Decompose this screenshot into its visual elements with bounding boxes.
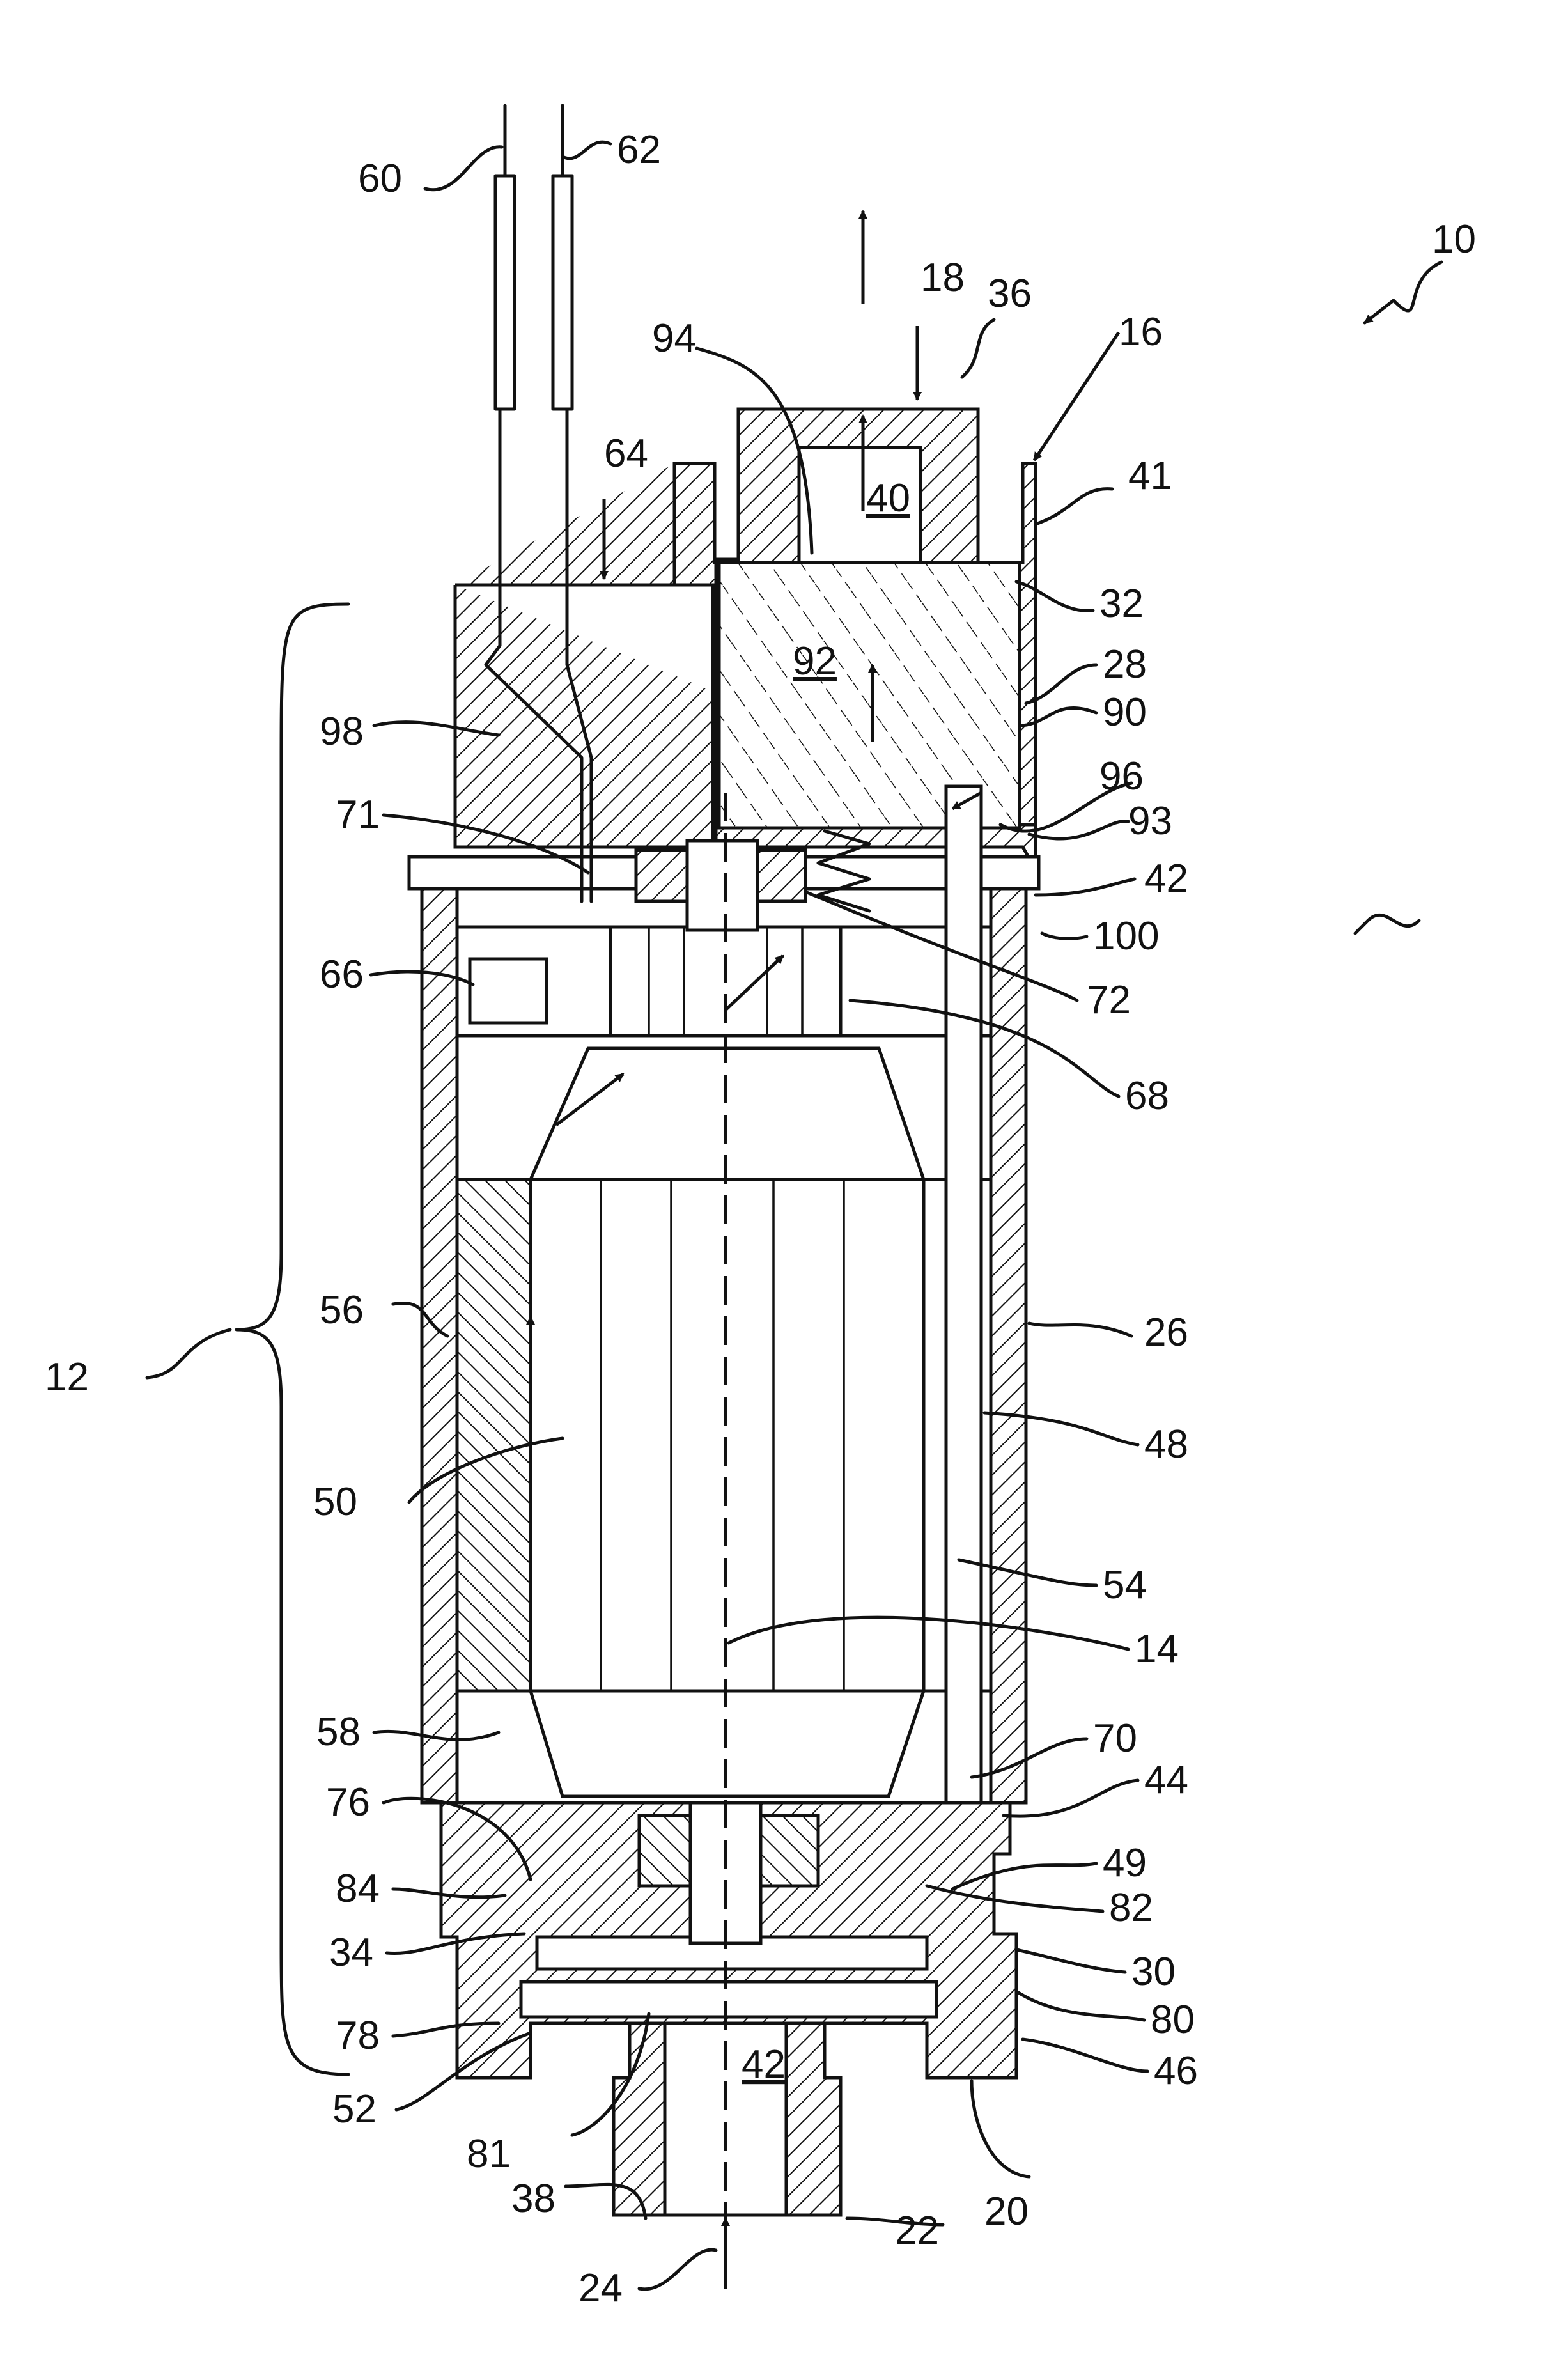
label-40: 40 <box>866 476 910 520</box>
armature-core <box>531 1179 924 1691</box>
label-90: 90 <box>1103 690 1147 735</box>
label-71: 71 <box>336 793 380 837</box>
label-62: 62 <box>617 128 661 172</box>
label-32: 32 <box>1099 582 1144 626</box>
label-14: 14 <box>1135 1627 1179 1671</box>
label-38: 38 <box>511 2177 555 2221</box>
label-26: 26 <box>1144 1311 1188 1355</box>
label-49: 49 <box>1103 1841 1147 1885</box>
label-78: 78 <box>336 2014 380 2058</box>
label-50: 50 <box>313 1480 357 1524</box>
label-56: 56 <box>320 1288 364 1332</box>
magnet-left <box>457 1179 531 1691</box>
label-16: 16 <box>1119 310 1163 354</box>
label-54: 54 <box>1103 1563 1147 1607</box>
label-42-bottom: 42 <box>742 2042 786 2087</box>
label-96: 96 <box>1099 754 1144 798</box>
label-34: 34 <box>329 1931 373 1975</box>
label-58: 58 <box>316 1710 361 1754</box>
label-22: 22 <box>895 2209 939 2253</box>
impeller-80 <box>521 1982 936 2017</box>
wire-62 <box>553 105 572 409</box>
label-98: 98 <box>320 710 364 754</box>
label-24: 24 <box>579 2266 623 2310</box>
label-64: 64 <box>604 432 648 476</box>
label-60: 60 <box>358 157 402 201</box>
label-28: 28 <box>1103 642 1147 687</box>
label-81: 81 <box>467 2132 511 2176</box>
label-100: 100 <box>1093 914 1159 958</box>
label-93: 93 <box>1128 799 1172 843</box>
label-68: 68 <box>1125 1074 1169 1118</box>
brace-12 <box>237 604 348 2074</box>
label-20: 20 <box>984 2189 1029 2234</box>
label-46: 46 <box>1154 2049 1198 2093</box>
label-82: 82 <box>1109 1886 1153 1930</box>
label-72: 72 <box>1087 978 1131 1022</box>
label-36: 36 <box>988 272 1032 316</box>
armature-top-cone <box>531 1048 924 1179</box>
label-48: 48 <box>1144 1422 1188 1466</box>
label-42-top: 42 <box>1144 857 1188 901</box>
label-84: 84 <box>336 1867 380 1911</box>
label-10: 10 <box>1432 217 1476 261</box>
outer-shell-left <box>422 889 457 1803</box>
armature-bottom-cone <box>531 1691 924 1796</box>
label-94: 94 <box>652 316 696 361</box>
label-44: 44 <box>1144 1758 1188 1802</box>
return-tube <box>946 786 981 1924</box>
label-66: 66 <box>320 953 364 997</box>
label-80: 80 <box>1151 1998 1195 2042</box>
brush-holder-66 <box>470 959 547 1023</box>
label-30: 30 <box>1131 1950 1176 1994</box>
label-52: 52 <box>332 2087 377 2131</box>
label-70: 70 <box>1093 1716 1137 1761</box>
label-18: 18 <box>920 256 965 300</box>
label-76: 76 <box>326 1780 370 1824</box>
label-41: 41 <box>1128 454 1172 498</box>
label-12: 12 <box>45 1355 89 1399</box>
wire-60 <box>495 105 515 409</box>
label-92: 92 <box>793 639 837 683</box>
